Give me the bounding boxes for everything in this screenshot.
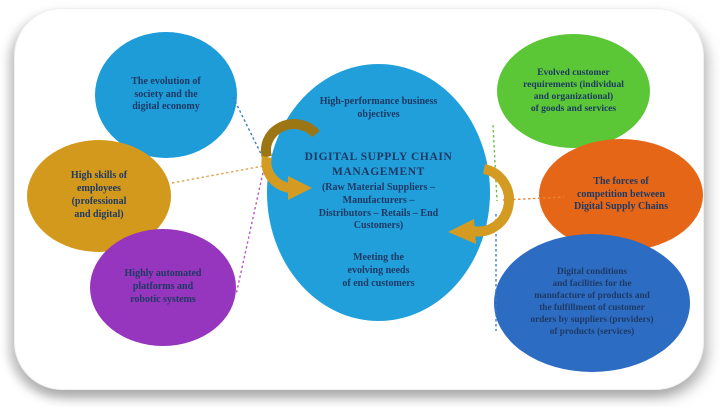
node-evolution-of-society: The evolution of society and the digital… (95, 32, 237, 158)
center-title: DIGITAL SUPPLY CHAIN MANAGEMENT (304, 151, 453, 178)
node-automated-platforms-label: Highly automated platforms and robotic s… (124, 268, 202, 305)
center-bottom-text: Meeting the evolving needs of end custom… (342, 252, 415, 289)
node-forces-of-competition: The forces of competition between Digita… (539, 139, 703, 251)
center-top-text: High-performance business objectives (319, 96, 438, 120)
node-evolved-customer-requirements: Evolved customer requirements (individua… (497, 34, 650, 148)
node-digital-supply-chain-management: High-performance business objectives DIG… (267, 64, 490, 321)
node-forces-of-competition-label: The forces of competition between Digita… (574, 175, 668, 213)
node-digital-conditions: Digital conditions and facilities for th… (494, 234, 690, 372)
node-evolved-customer-requirements-label: Evolved customer requirements (individua… (523, 67, 624, 115)
node-high-skills-of-employees: High skills of employees (professional a… (27, 140, 171, 252)
center-subtitle: (Raw Material Suppliers – Manufacturers … (318, 182, 439, 232)
node-high-skills-of-employees-label: High skills of employees (professional a… (70, 170, 128, 220)
node-automated-platforms: Highly automated platforms and robotic s… (90, 229, 236, 346)
node-digital-conditions-label: Digital conditions and facilities for th… (530, 267, 654, 337)
node-evolution-of-society-label: The evolution of society and the digital… (131, 75, 201, 113)
